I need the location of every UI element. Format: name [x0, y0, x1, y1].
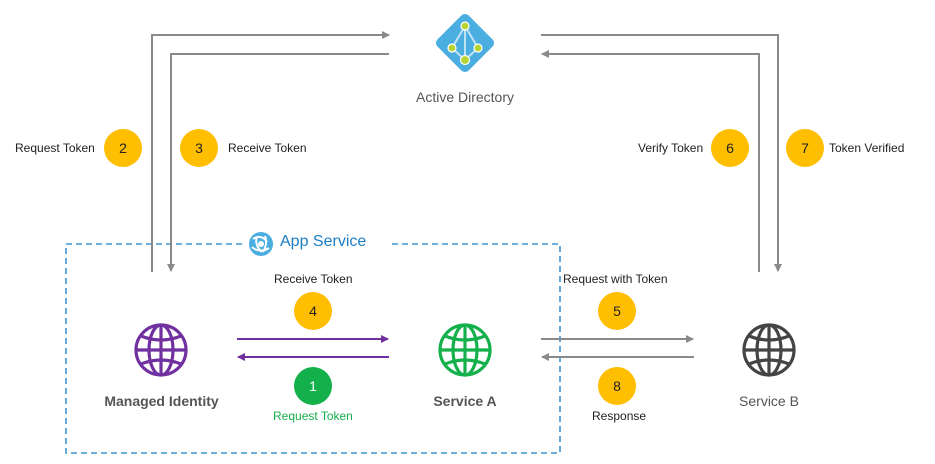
- step-1-label: Request Token: [273, 409, 353, 423]
- step-8-label: Response: [592, 409, 647, 423]
- step-5-badge: 5: [598, 292, 636, 330]
- step-2-label: Request Token: [15, 141, 95, 155]
- service-a-globe-icon[interactable]: [437, 322, 493, 378]
- step-3-label: Receive Token: [228, 141, 307, 155]
- arrow-receive-token-from-ad: [167, 53, 389, 272]
- app-service-icon: [249, 232, 273, 256]
- step-6-label: Verify Token: [638, 141, 704, 155]
- step-7-label: Token Verified: [829, 141, 905, 155]
- arrow-request-token-to-ad: [151, 31, 390, 272]
- step-2-badge: 2: [104, 129, 142, 167]
- step-7-badge: 7: [786, 129, 824, 167]
- step-3-badge: 3: [180, 129, 218, 167]
- active-directory-icon[interactable]: [432, 10, 498, 76]
- step-6-badge: 6: [711, 129, 749, 167]
- managed-identity-label: Managed Identity: [104, 393, 219, 409]
- arrow-verify-token-to-ad: [541, 50, 760, 272]
- step-5-label: Request with Token: [563, 272, 668, 286]
- app-service-title: App Service: [280, 233, 367, 250]
- arrow-token-verified-from-ad: [541, 34, 782, 272]
- service-b-globe-icon[interactable]: [741, 322, 797, 378]
- app-service-boundary: [65, 243, 561, 454]
- managed-identity-globe-icon[interactable]: [133, 322, 189, 378]
- service-a-label: Service A: [433, 393, 497, 409]
- active-directory-label: Active Directory: [415, 89, 515, 105]
- step-8-badge: 8: [598, 367, 636, 405]
- step-1-badge: 1: [294, 367, 332, 405]
- step-4-badge: 4: [294, 292, 332, 330]
- service-b-label: Service B: [739, 393, 799, 409]
- step-4-label: Receive Token: [274, 272, 353, 286]
